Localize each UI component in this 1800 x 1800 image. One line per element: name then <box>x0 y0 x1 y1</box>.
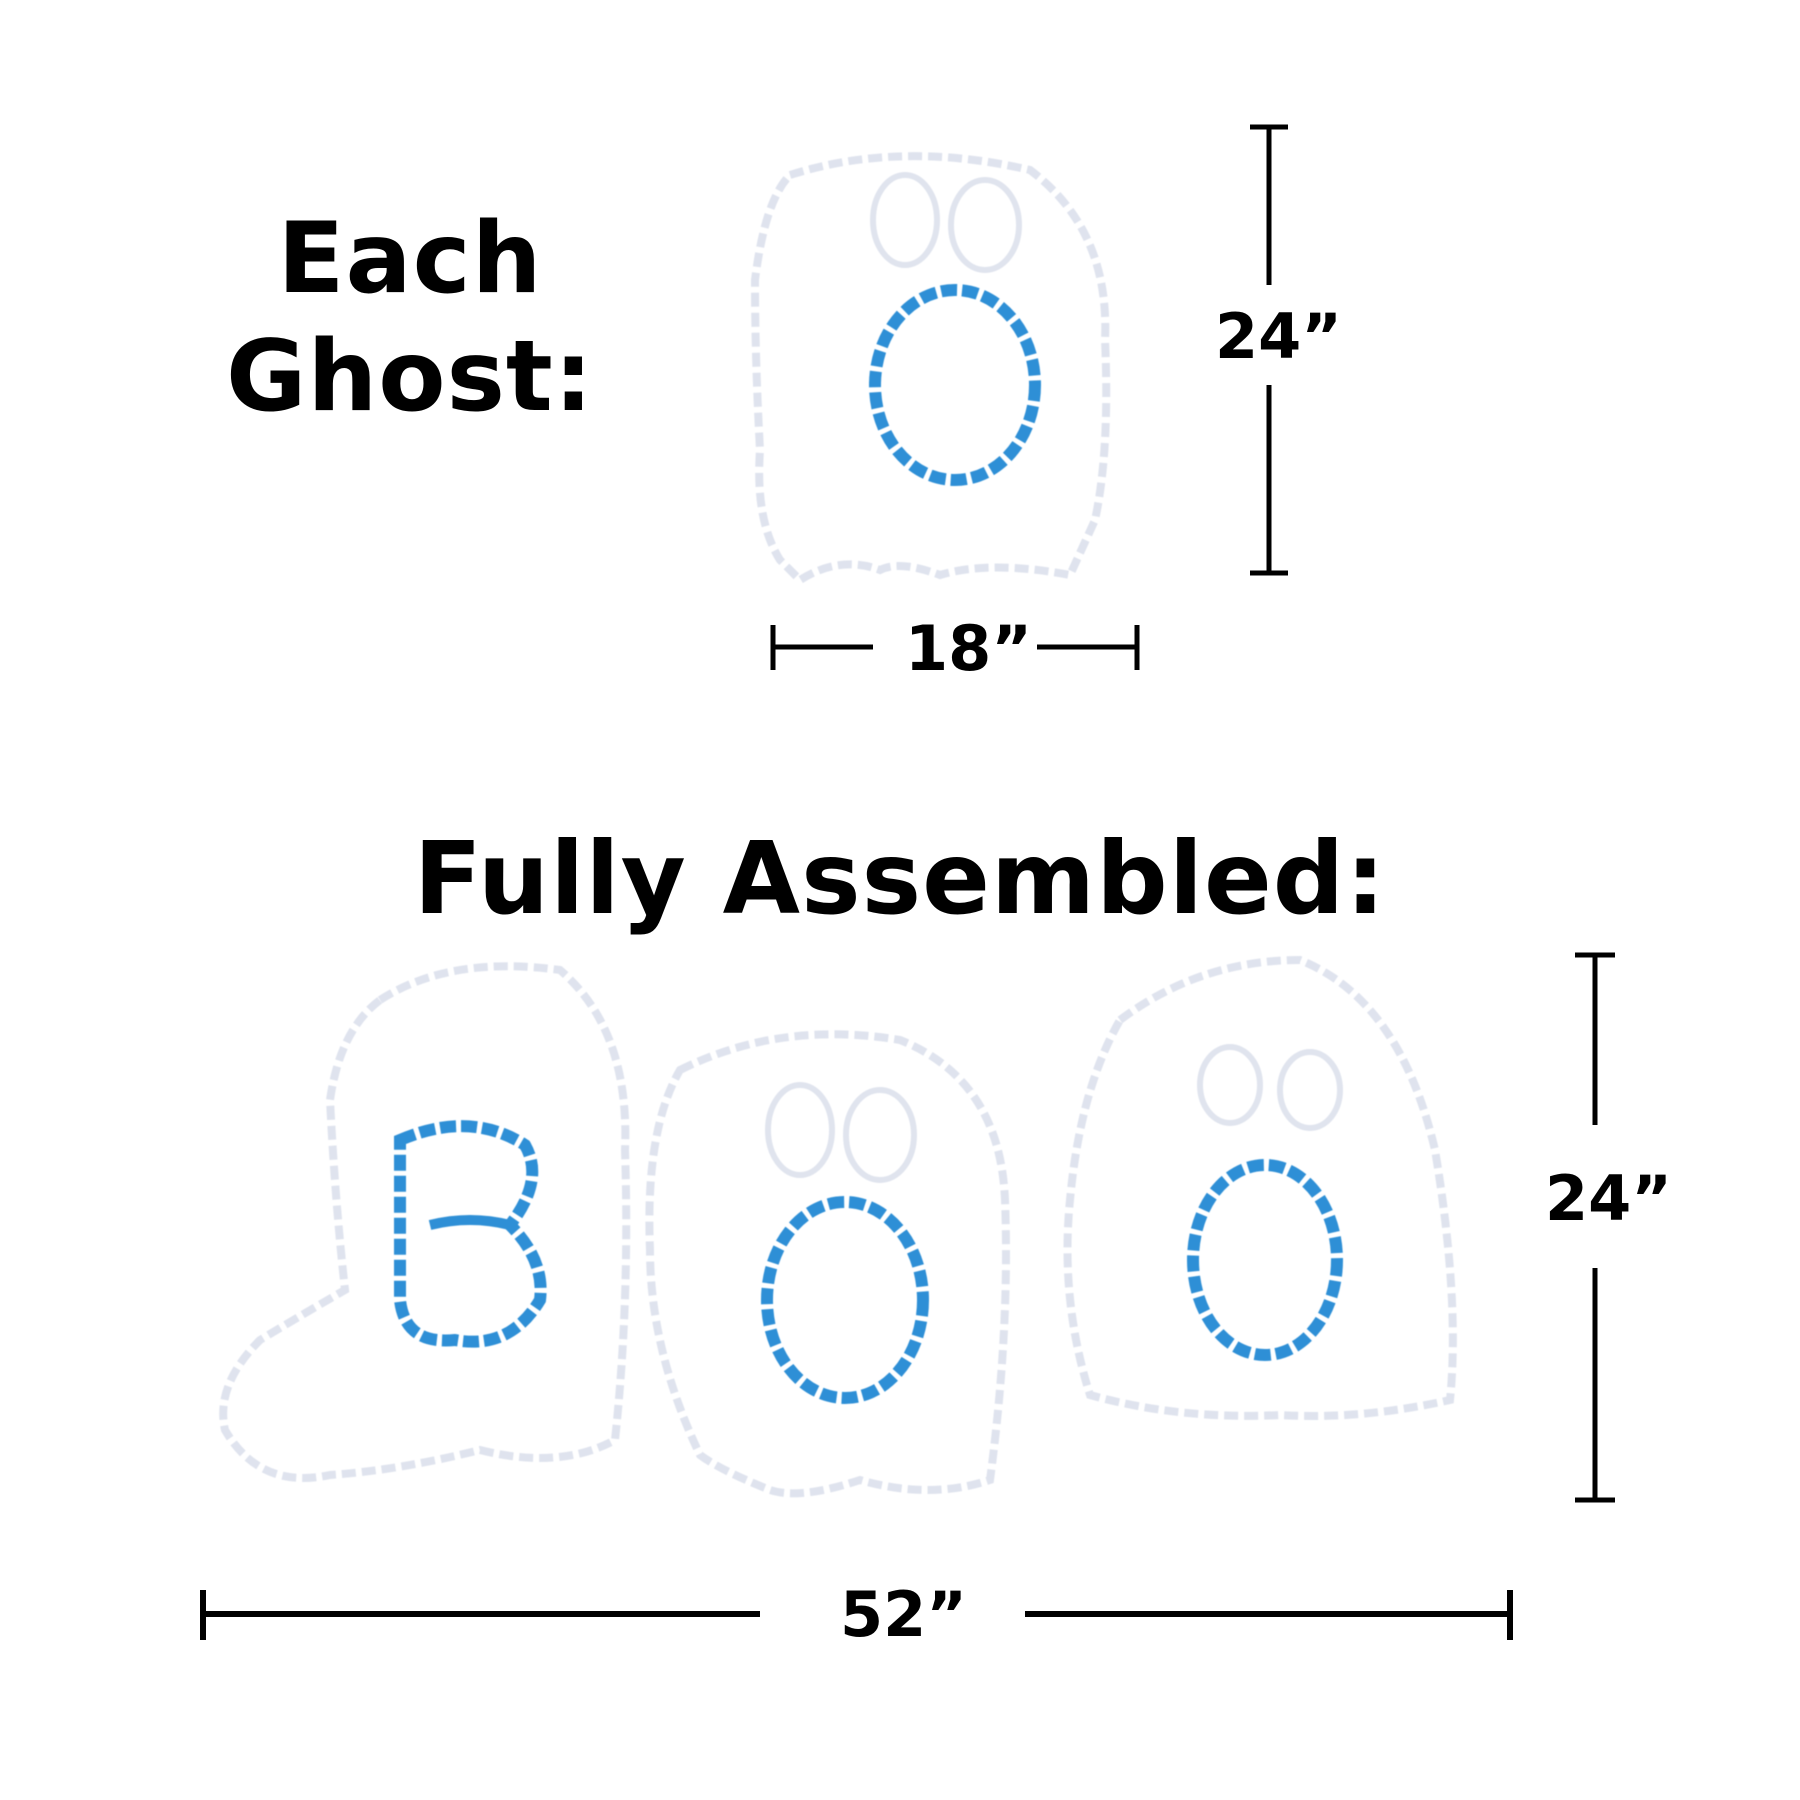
top-width-label: 18” <box>905 612 1033 685</box>
single-ghost-o <box>750 152 1111 586</box>
heading-line-2: Ghost: <box>226 320 594 434</box>
each-ghost-heading: Each Ghost: <box>210 200 610 436</box>
bottom-height-label: 24” <box>1545 1162 1673 1235</box>
heading-line-1: Each <box>277 202 543 316</box>
top-width-dimension <box>770 625 1140 670</box>
ghost-o-right <box>1063 955 1457 1420</box>
ghost-o-middle <box>645 1030 1010 1498</box>
bottom-height-dimension <box>1575 952 1615 1503</box>
top-height-dimension <box>1250 124 1288 576</box>
ghost-b <box>219 962 631 1482</box>
bottom-width-dimension <box>200 1590 1513 1640</box>
fully-assembled-heading: Fully Assembled: <box>413 820 1387 937</box>
top-height-label: 24” <box>1215 300 1343 373</box>
bottom-width-label: 52” <box>840 1578 968 1651</box>
